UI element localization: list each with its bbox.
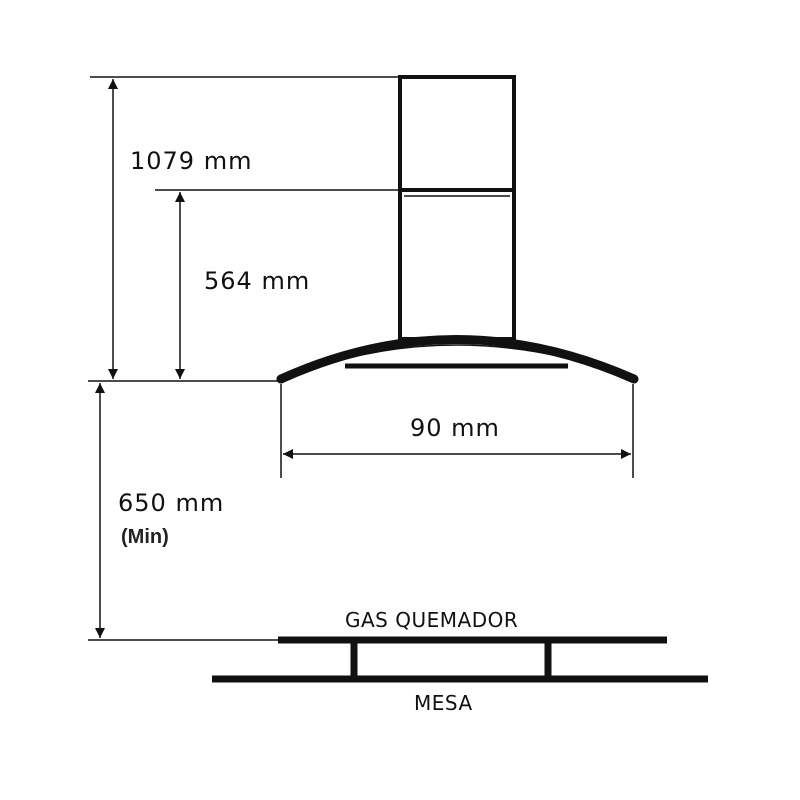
total-height-label: 1079 mm <box>130 147 252 175</box>
hood-width-label: 90 mm <box>410 414 500 442</box>
chimney <box>398 75 516 341</box>
table-label: MESA <box>414 691 473 715</box>
burner-label: GAS QUEMADOR <box>345 608 518 632</box>
canopy-inner-curve <box>299 344 617 373</box>
hood-canopy <box>276 335 639 384</box>
clearance-label: 650 mm <box>118 489 224 517</box>
dimension-arrows <box>95 79 631 638</box>
chimney-outline <box>398 75 516 341</box>
canopy-curve <box>276 335 639 384</box>
stove-assembly <box>212 636 708 683</box>
extension-lines <box>88 76 634 641</box>
chimney-height-label: 564 mm <box>204 267 310 295</box>
clearance-min-note: (Min) <box>121 526 169 548</box>
